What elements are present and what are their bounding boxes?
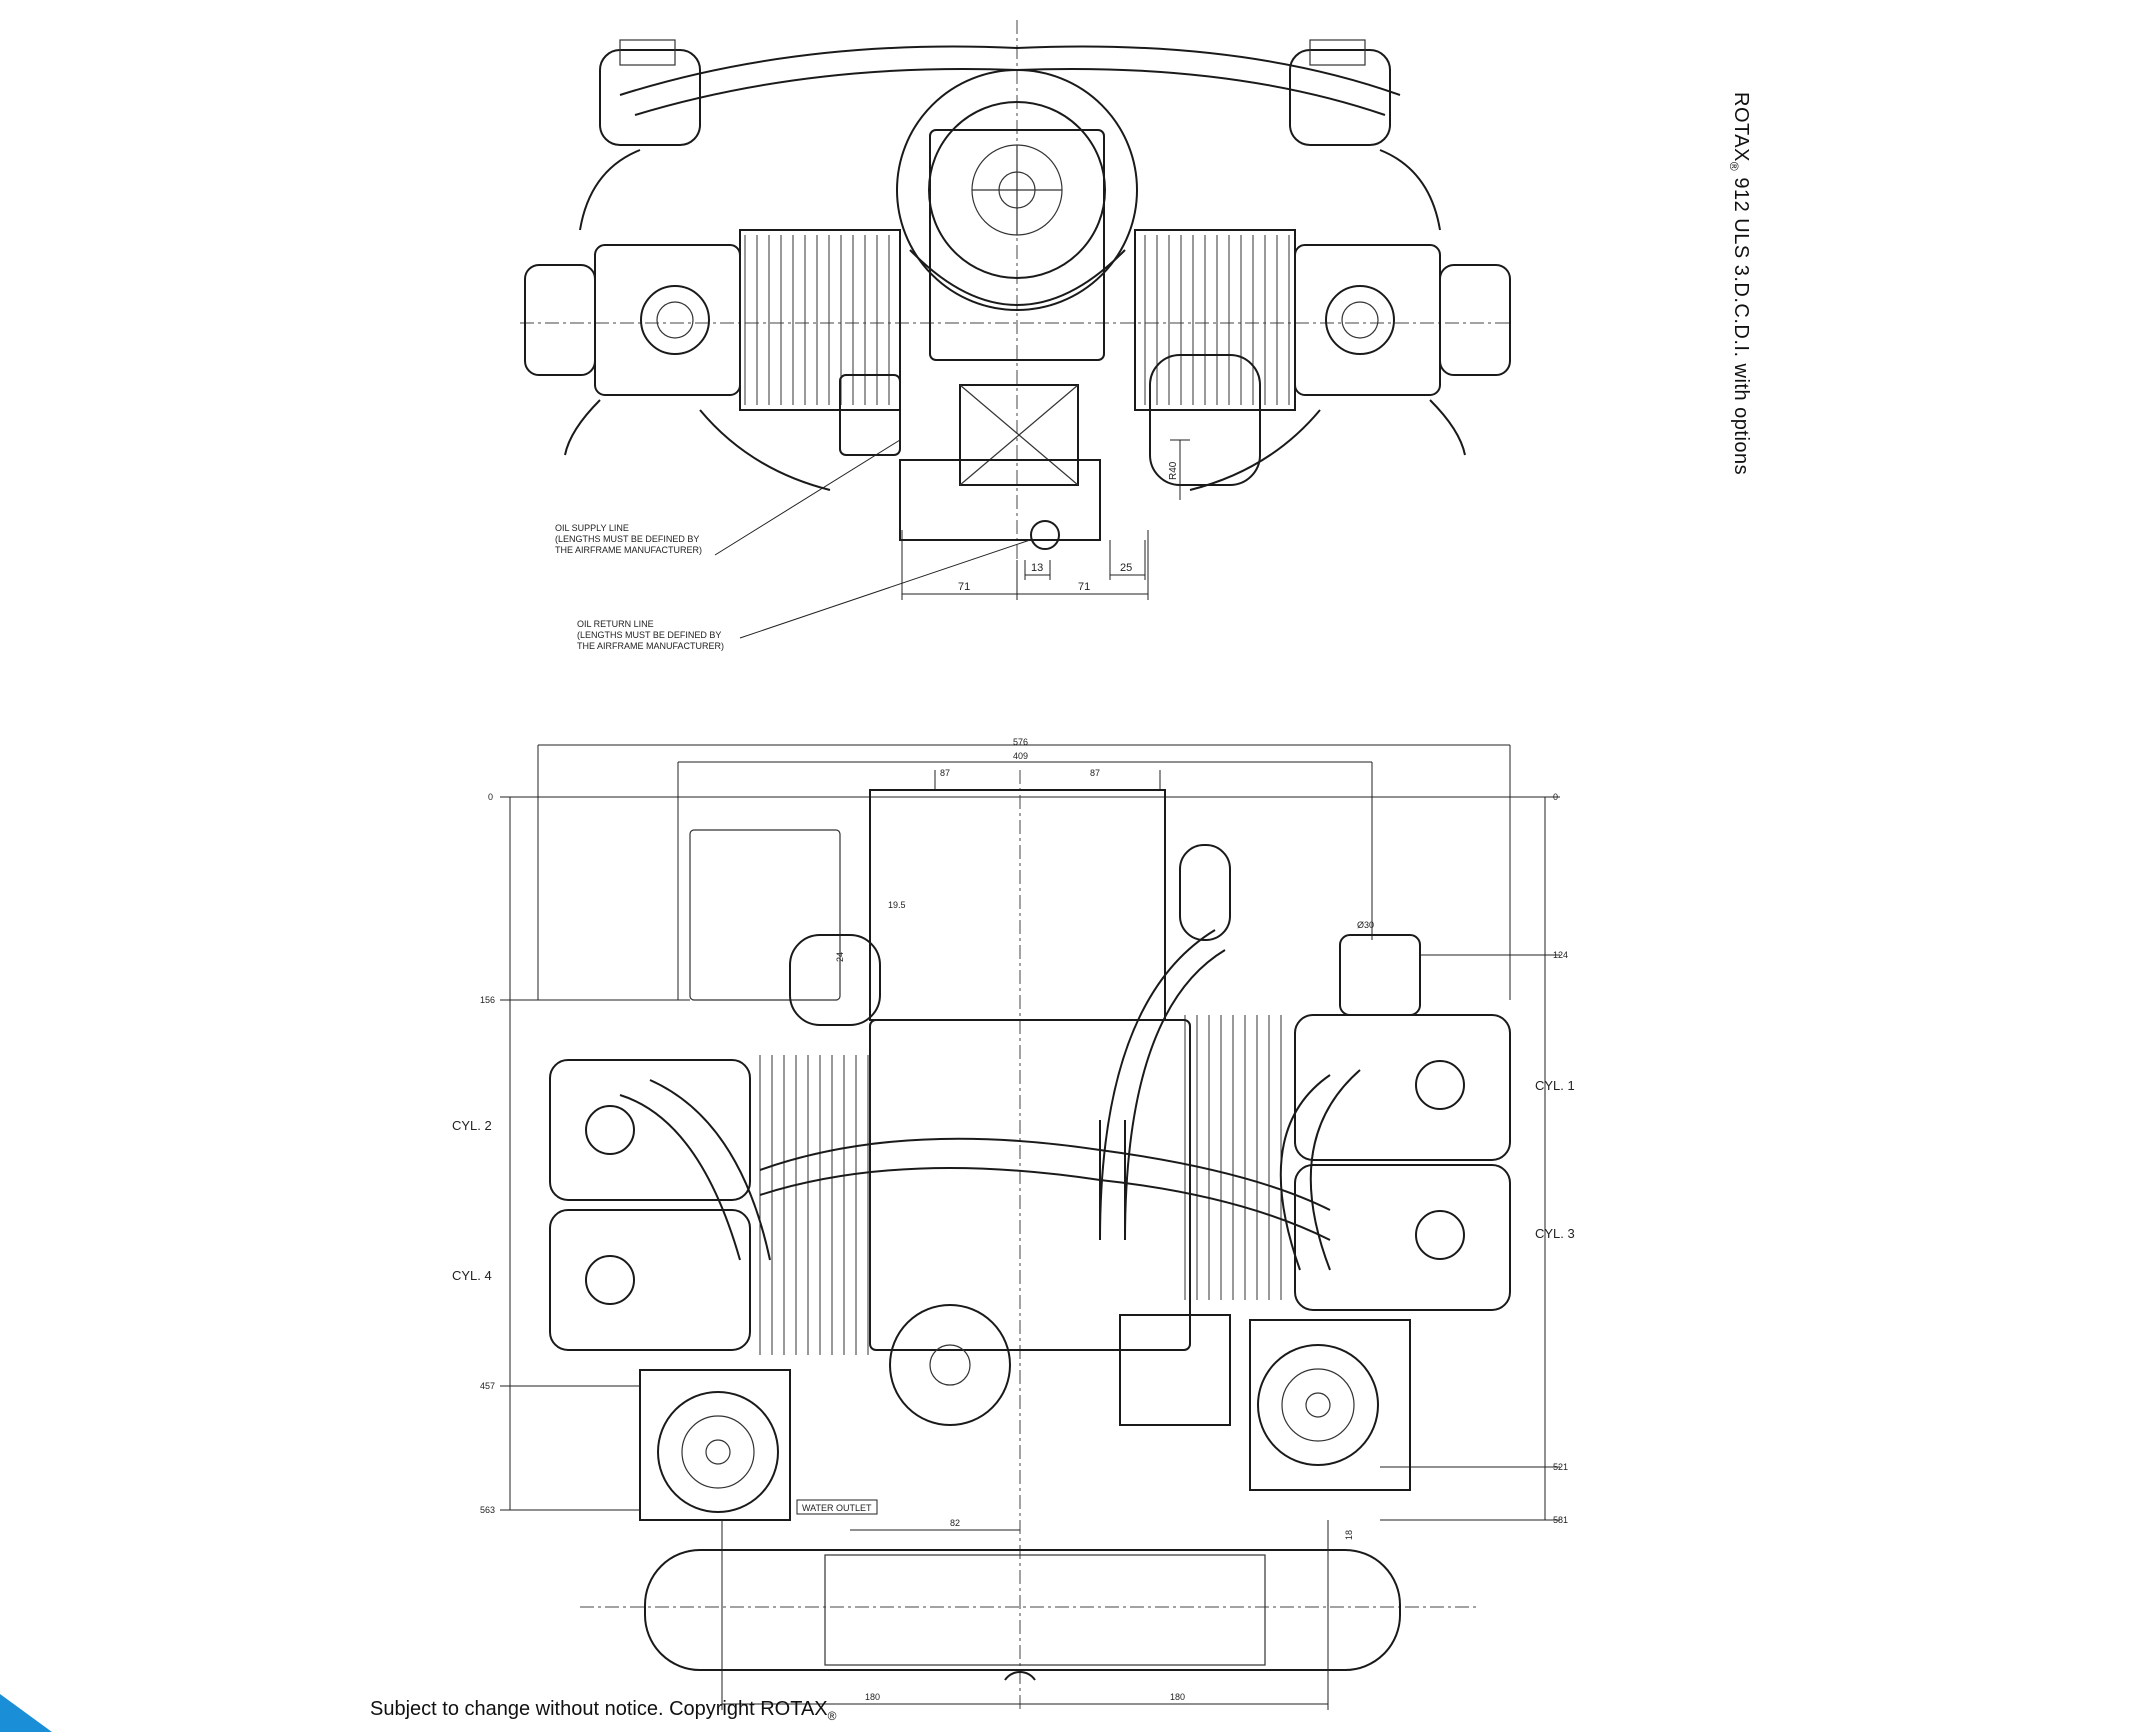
dim-dia-30: Ø30 xyxy=(1357,920,1374,930)
dim-18: 18 xyxy=(1344,1530,1354,1540)
dim-82: 82 xyxy=(950,1518,960,1528)
oil-return-line-1: OIL RETURN LINE xyxy=(577,619,654,629)
oil-supply-line-3: THE AIRFRAME MANUFACTURER) xyxy=(555,545,702,555)
oil-supply-line-2: (LENGTHS MUST BE DEFINED BY xyxy=(555,534,699,544)
dim-r40: R40 xyxy=(1168,461,1179,480)
oil-supply-note: OIL SUPPLY LINE (LENGTHS MUST BE DEFINED… xyxy=(555,523,702,555)
bottom-view: CYL. 1 CYL. 2 CYL. 3 CYL. 4 WATER OUTLET… xyxy=(452,737,1575,1710)
dim-87-left: 87 xyxy=(940,768,950,778)
dim-right-124: 124 xyxy=(1553,950,1568,960)
cylinder-4 xyxy=(549,1209,751,1351)
cyl-1-label: CYL. 1 xyxy=(1535,1078,1575,1093)
dim-13: 13 xyxy=(1031,562,1043,574)
oil-supply-line-1: OIL SUPPLY LINE xyxy=(555,523,629,533)
dim-71-right: 71 xyxy=(1078,581,1090,593)
cooling-fins-lower-left xyxy=(759,1055,869,1355)
dim-19-5: 19.5 xyxy=(888,900,906,910)
cooling-fins-right xyxy=(1144,235,1290,405)
dim-right-521: 521 xyxy=(1553,1462,1568,1472)
dim-180-right: 180 xyxy=(1170,1692,1185,1702)
cyl-4-label: CYL. 4 xyxy=(452,1268,492,1283)
cylinder-3 xyxy=(1294,1164,1511,1311)
title-registered-mark: ® xyxy=(1727,161,1741,172)
cooling-fins-left xyxy=(744,235,890,405)
drawing-title: ROTAX® 912 ULS 3.D.C.D.I. with options xyxy=(1727,92,1752,475)
dim-25: 25 xyxy=(1120,562,1132,574)
dim-left-457: 457 xyxy=(480,1381,495,1391)
oil-return-line-3: THE AIRFRAME MANUFACTURER) xyxy=(577,641,724,651)
oil-return-line-2: (LENGTHS MUST BE DEFINED BY xyxy=(577,630,721,640)
dim-71-left: 71 xyxy=(958,581,970,593)
cooling-fins-lower-right xyxy=(1184,1015,1282,1300)
dim-576: 576 xyxy=(1013,737,1028,747)
copyright-notice: Subject to change without notice. Copyri… xyxy=(370,1698,837,1723)
top-view-dimensions: 71 13 71 25 R40 xyxy=(901,439,1190,600)
top-view: 71 13 71 25 R40 OIL SUPPLY LINE (LENGTHS… xyxy=(520,20,1511,651)
dim-409: 409 xyxy=(1013,751,1028,761)
dim-left-156: 156 xyxy=(480,995,495,1005)
cylinder-2 xyxy=(549,1059,751,1201)
copyright-registered-mark: ® xyxy=(827,1709,837,1723)
title-brand: ROTAX xyxy=(1730,92,1752,162)
cyl-2-label: CYL. 2 xyxy=(452,1118,492,1133)
dim-24: 24 xyxy=(835,952,845,962)
oil-return-note: OIL RETURN LINE (LENGTHS MUST BE DEFINED… xyxy=(577,619,724,651)
dim-180-left: 180 xyxy=(865,1692,880,1702)
corner-accent-triangle xyxy=(0,1694,52,1732)
copyright-text: Subject to change without notice. Copyri… xyxy=(370,1698,828,1720)
dim-right-581: 581 xyxy=(1553,1515,1568,1525)
cylinder-1 xyxy=(1294,1014,1511,1161)
dim-left-563: 563 xyxy=(480,1505,495,1515)
dim-right-0: 0 xyxy=(1553,792,1558,802)
title-model: 912 ULS 3.D.C.D.I. with options xyxy=(1730,171,1752,476)
water-outlet-label: WATER OUTLET xyxy=(802,1503,872,1513)
dim-87-right: 87 xyxy=(1090,768,1100,778)
cyl-3-label: CYL. 3 xyxy=(1535,1226,1575,1241)
dim-left-0: 0 xyxy=(488,792,493,802)
